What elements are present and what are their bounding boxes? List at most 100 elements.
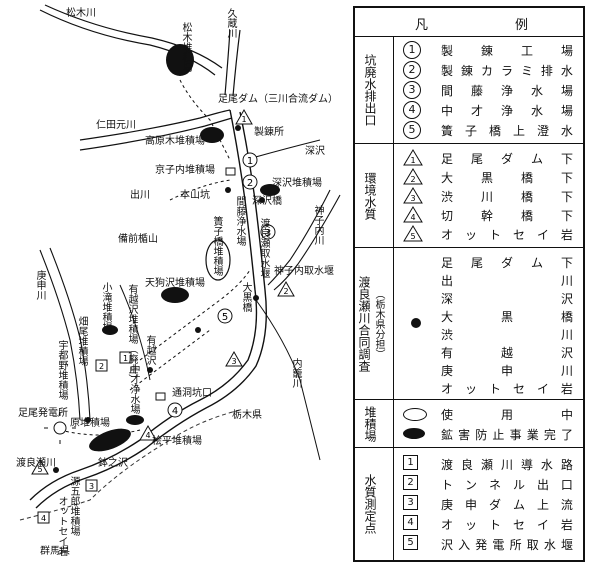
ellipse-solid-icon	[403, 428, 425, 439]
section-title: 堆積場	[363, 405, 377, 442]
triangle-icon: 2	[403, 168, 423, 185]
legend-item-text: オットセイ岩	[441, 382, 573, 396]
section-title: 水質測定点	[363, 474, 377, 534]
label-arikoshi-dump: 有越沢堆積場（廃止）	[126, 284, 137, 384]
legend-item-text: 足尾ダム下	[441, 152, 573, 166]
label-tengusawa-dump: 天狗沢堆積場	[145, 278, 205, 289]
square-icon: 2	[403, 475, 418, 490]
dump-odaki	[102, 325, 118, 335]
circled-number: 3	[403, 81, 421, 99]
label-fukasawa-bridge: 深沢橋	[252, 196, 282, 207]
label-tochigi: 栃木県	[232, 410, 262, 421]
nitamoto-river-line-2	[79, 117, 233, 151]
svg-text:1: 1	[410, 156, 415, 165]
triangle-icon: 3	[403, 187, 423, 204]
label-ooguro: 大黒橋	[240, 282, 251, 312]
circled-number: 5	[403, 121, 421, 139]
dump-kuwahira	[126, 415, 144, 425]
triangle-icon: 1	[403, 149, 423, 166]
label-arikoshi-sawa: 有越沢	[144, 335, 155, 365]
svg-text:2: 2	[283, 287, 288, 296]
tsudo-box	[155, 392, 166, 401]
square-icon: 4	[403, 515, 418, 530]
svg-text:3: 3	[89, 482, 94, 491]
label-naka-jousui: 中才浄水場	[128, 364, 139, 414]
power-plant-icon	[44, 412, 76, 444]
dot-icon	[411, 318, 421, 328]
label-honzan: 本山坑	[180, 190, 210, 201]
legend-item-text: 鉱害防止事業完了	[441, 428, 573, 442]
dump-takahara	[200, 127, 224, 143]
smelter-box	[225, 167, 236, 176]
legend-item-text: 簀子橋上澄水	[441, 124, 573, 138]
legend-item-text: 庚申川	[441, 364, 573, 378]
label-tsudo: 通洞坑口	[172, 388, 212, 399]
label-koshin-river: 庚申川	[34, 270, 45, 300]
label-watarase-intake: 渡良瀬取水堰	[258, 218, 269, 278]
legend-item-text: 有越沢	[441, 346, 573, 360]
uchikago-line	[255, 299, 321, 461]
svg-text:5: 5	[222, 312, 228, 323]
tunnel-line-2	[169, 179, 231, 201]
label-matsuki-dump: 松木堆積場	[180, 22, 191, 72]
label-kuwahira-dump: 桧平堆積場	[152, 436, 202, 447]
legend-item-text: 足尾ダム下	[441, 256, 573, 270]
map-drawing: 1 2 3 4 5 1 2 3 4 5 1 2 3 4	[19, 4, 341, 524]
matsuki-river-line-2	[44, 4, 223, 69]
legend-item-text: 中才浄水場	[441, 104, 573, 118]
label-kanako-dump: 簀子橋堆積場	[211, 216, 222, 276]
legend-item-text: 庚申ダム上流	[441, 498, 573, 512]
svg-text:2: 2	[247, 178, 253, 189]
circled-number: 2	[403, 61, 421, 79]
label-hatake-dump: 畑尾堆積場	[76, 316, 87, 366]
legend-header-1: 凡	[415, 18, 429, 33]
svg-text:3: 3	[231, 357, 236, 366]
label-mato-jousui: 間藤浄水場	[234, 196, 245, 246]
label-kanakouchi-river: 神子内川	[312, 205, 323, 245]
koshin-line	[39, 249, 81, 421]
legend-item-text: 切幹橋下	[441, 209, 573, 223]
label-odaki-dump: 小滝堆積場	[100, 282, 111, 332]
svg-text:1: 1	[123, 354, 128, 363]
svg-text:2: 2	[410, 175, 415, 184]
label-gunma: 群馬県	[40, 546, 70, 557]
legend-item-text: 渋川橋下	[441, 190, 573, 204]
section-title: 坑廃水排出口	[363, 53, 377, 126]
svg-text:3: 3	[410, 194, 415, 203]
section-subtitle: （栃木県分担）	[373, 288, 384, 359]
label-matsuki-river: 松木川	[66, 8, 96, 19]
label-ashio-dam: 足尾ダム（三川合流ダム）	[218, 94, 338, 105]
label-bizen-tate: 備前楯山	[118, 234, 158, 245]
kuzo-river-line-2	[232, 29, 241, 97]
tunnel-line-3	[139, 269, 251, 361]
triangle-icon: 5	[403, 225, 423, 242]
map: 1 2 3 4 5 1 2 3 4 5 1 2 3 4	[16, 4, 341, 557]
legend-item-text: 渋川	[441, 328, 573, 342]
svg-text:2: 2	[99, 362, 104, 371]
tunnel-line-1	[179, 79, 231, 161]
label-kuzo-river: 久蔵川	[225, 8, 236, 38]
svg-text:1: 1	[247, 156, 253, 167]
svg-text:5: 5	[410, 232, 415, 241]
svg-text:4: 4	[410, 213, 415, 222]
label-watarase-river: 渡良瀬川	[16, 458, 56, 469]
nitamoto-river-line	[79, 109, 231, 141]
legend-item-text: オットセイ岩	[441, 228, 573, 242]
legend-item-text: 使用中	[441, 408, 573, 422]
kanakouchi-line	[267, 189, 331, 286]
ellipse-open-icon	[403, 408, 427, 421]
legend-item-text: 製錬カラミ排水	[441, 64, 573, 78]
section-title: 渡良瀬川合同調査	[357, 275, 371, 372]
kanakouchi-line-2	[273, 194, 341, 291]
square-icon: 5	[403, 535, 418, 550]
dump-hara	[89, 428, 131, 452]
square-icon: 1	[403, 455, 418, 470]
watarase-river-line	[29, 109, 258, 501]
legend-item-text: 沢入発電所取水堰	[441, 538, 573, 552]
legend-item-text: 大黒橋下	[441, 171, 573, 185]
label-fukasawa: 深沢	[305, 146, 325, 157]
circled-number: 1	[403, 41, 421, 59]
label-kanakouchi-intake: 神子内取水堰	[274, 266, 334, 277]
